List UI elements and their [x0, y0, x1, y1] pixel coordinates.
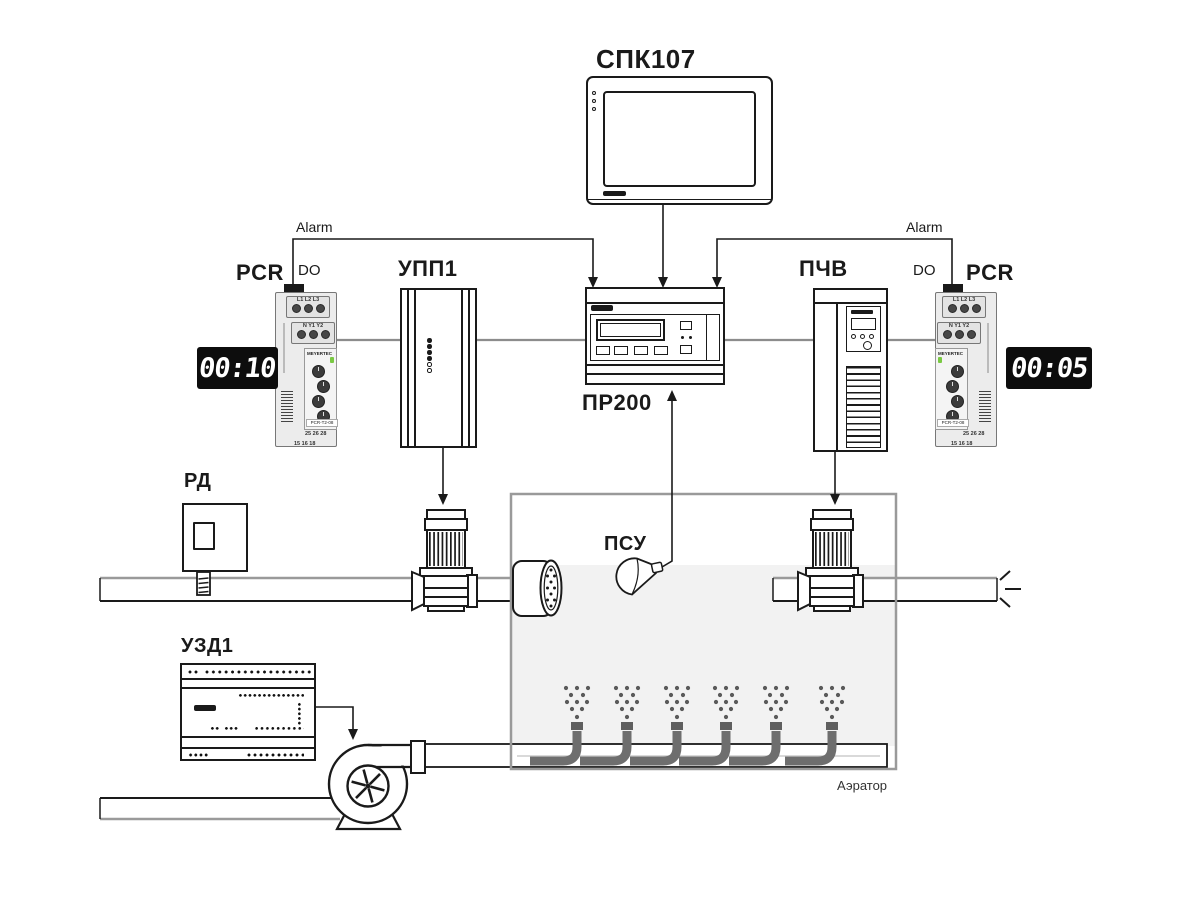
pcr-left-din-tab	[284, 284, 304, 293]
pcr-right-terminals-b1: 25 26 28	[963, 431, 985, 437]
vfd	[813, 288, 888, 452]
arrowheads	[348, 277, 840, 740]
hmi-label: СПК107	[596, 44, 696, 74]
pr200-button-1	[596, 346, 610, 355]
pcr-right-terminals-mid: N Y1 Y2	[937, 322, 981, 344]
pcr-left-terminals-b1: 25 26 28	[305, 431, 327, 437]
aerator-label: Аэратор	[837, 778, 888, 793]
pr200-panel-divider	[706, 315, 707, 360]
pcr-left-face: MEYERTEC PCR-T2-08	[304, 348, 338, 430]
pressure-switch	[182, 503, 248, 572]
pcr-left-display: 00:10	[197, 347, 278, 389]
pcr-left-do-label: DO	[298, 262, 321, 279]
pcr-left-alarm-label: Alarm	[296, 219, 333, 235]
vfd-display	[851, 318, 876, 330]
pr200-button-3	[634, 346, 648, 355]
pr200-top-rail	[587, 302, 723, 304]
pr200-front-panel	[590, 314, 720, 361]
vfd-label: ПЧВ	[799, 256, 848, 281]
pcr-left-knob-2	[317, 380, 330, 393]
air-blower	[327, 740, 426, 831]
pcr-right-din-tab	[943, 284, 963, 293]
pcr-left-knob-3	[312, 395, 325, 408]
pr200-lower-rail-2	[587, 373, 723, 375]
float-switch-label: ПСУ	[604, 533, 647, 555]
aerator-tank-border	[509, 492, 898, 771]
owen-logo-icon	[603, 191, 626, 196]
pcr-left-label: PCR	[236, 260, 284, 285]
pcr-right-knob-2	[946, 380, 959, 393]
pr200-button-4	[654, 346, 668, 355]
pressure-switch-label: РД	[184, 470, 212, 492]
pr200-lower-rail-1	[587, 364, 723, 366]
pcr-right-label: PCR	[966, 260, 1014, 285]
pcr-right-knob-3	[951, 395, 964, 408]
soft-starter	[400, 288, 477, 448]
logic-relay	[585, 287, 725, 385]
protection-unit	[180, 663, 316, 761]
vfd-main-button	[863, 341, 872, 350]
soft-starter-leds	[427, 338, 432, 373]
owen-logo-icon	[591, 305, 613, 311]
pcr-right-do-label: DO	[913, 262, 936, 279]
hmi-bottom-trim	[588, 199, 771, 200]
pr200-button-down	[680, 345, 692, 354]
pcr-left-terminals-top: L1 L2 L3	[286, 296, 330, 318]
pcr-left-led	[330, 357, 334, 363]
vfd-keypad	[846, 306, 881, 352]
protection-unit-label: УЗД1	[181, 635, 234, 657]
hmi-screen	[603, 91, 756, 187]
pump-right	[798, 510, 863, 611]
hmi-led-1	[592, 91, 596, 95]
hmi-panel	[586, 76, 773, 205]
pcr-right-face: MEYERTEC PCR-T2-08	[935, 348, 969, 430]
vfd-vent-grille	[846, 366, 881, 448]
pr200-button-2	[614, 346, 628, 355]
hmi-led-2	[592, 99, 596, 103]
pcr-right-led	[938, 357, 942, 363]
hmi-led-3	[592, 107, 596, 111]
pump-left	[412, 510, 477, 611]
pcr-right-display: 00:05	[1006, 347, 1092, 389]
pcr-left-terminals-mid: N Y1 Y2	[291, 322, 335, 344]
water-spray-marks	[999, 570, 1021, 608]
pr200-lcd	[596, 319, 665, 341]
blower-inlet-pipe	[99, 797, 340, 821]
pcr-right-terminals-top: L1 L2 L3	[942, 296, 986, 318]
pcr-right-terminals-b2: 15 16 18	[951, 441, 973, 447]
pcr-left-knob-1	[312, 365, 325, 378]
soft-starter-label: УПП1	[398, 256, 458, 281]
pcr-right-knob-1	[951, 365, 964, 378]
owen-logo-icon	[194, 705, 216, 711]
suction-strainer	[512, 559, 563, 617]
pr200-button-up	[680, 321, 692, 330]
pcr-left-terminals-b2: 15 16 18	[294, 441, 316, 447]
pcr-right-alarm-label: Alarm	[906, 219, 943, 235]
pressure-switch-stub	[196, 571, 211, 596]
logic-relay-label: ПР200	[582, 390, 652, 415]
control-signal-lines	[292, 205, 953, 731]
